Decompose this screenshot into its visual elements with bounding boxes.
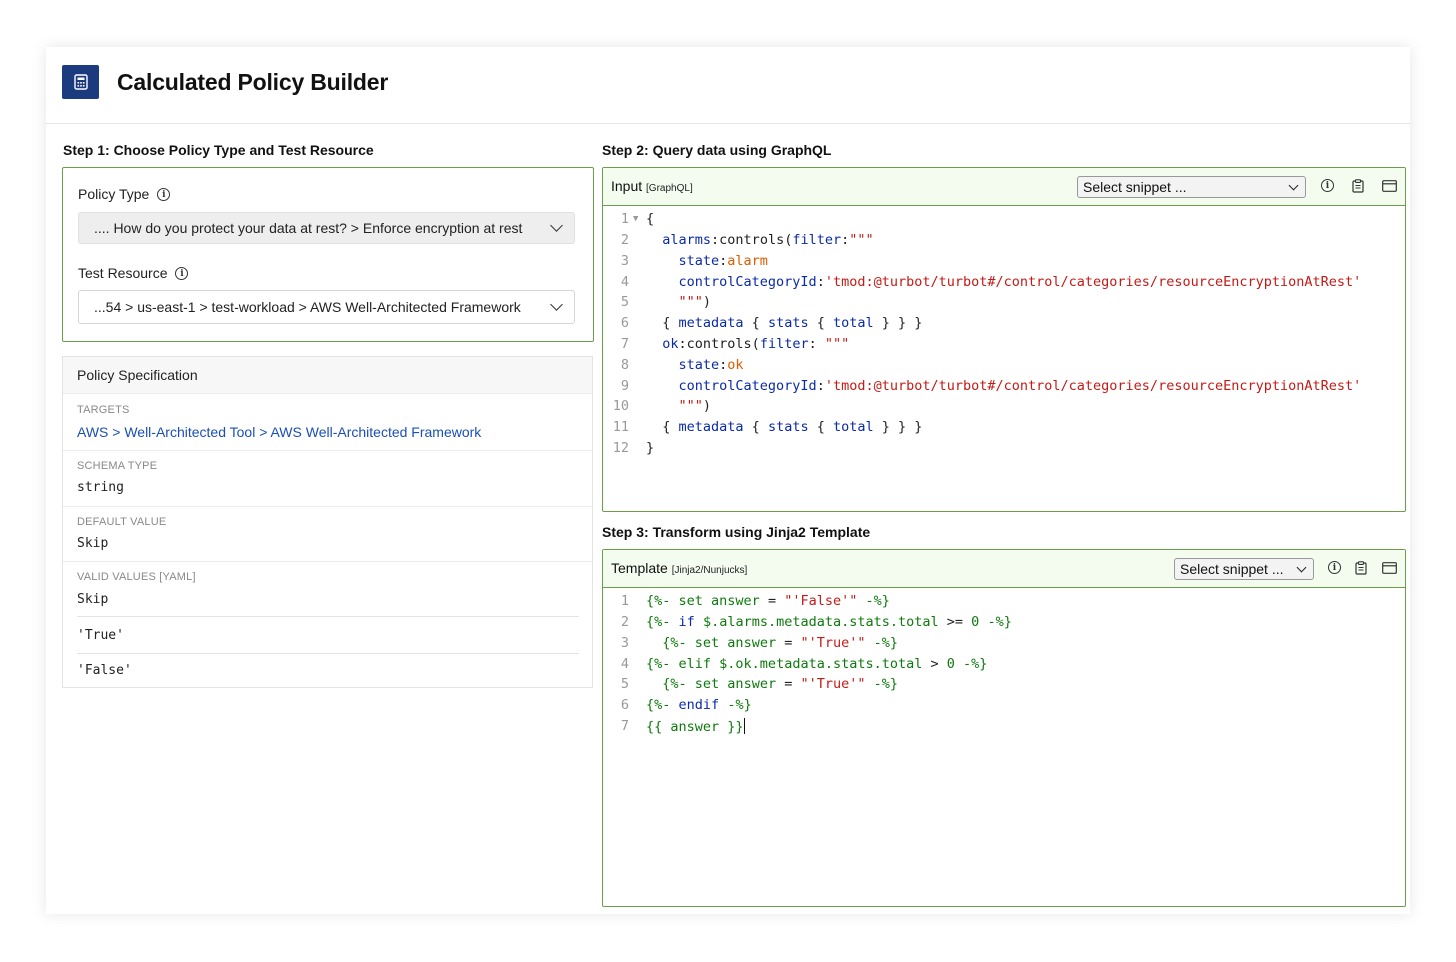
code-line: controlCategoryId:'tmod:@turbot/turbot#/… (678, 378, 1362, 394)
editor-title-text: Input (611, 178, 643, 194)
line-number: 7 (620, 336, 629, 352)
spec-row-valid-values: VALID VALUES [YAML] Skip 'True' 'False' (63, 561, 592, 687)
code-line: """) (678, 294, 712, 310)
template-snippet-select[interactable]: Select snippet ... (1174, 558, 1314, 580)
spec-row-default-value: DEFAULT VALUE Skip (63, 506, 592, 562)
line-number: 12 (612, 440, 629, 456)
chevron-down-icon (1288, 180, 1299, 191)
info-icon[interactable]: i (1321, 179, 1334, 192)
code-line: { (646, 211, 655, 227)
step3-label: Step 3: Transform using Jinja2 Template (602, 524, 871, 540)
policy-builder-card: Calculated Policy Builder Step 1: Choose… (46, 47, 1410, 914)
expand-panel-icon[interactable] (1382, 180, 1397, 192)
policy-type-label-text: Policy Type (78, 186, 150, 202)
fold-arrow-icon[interactable]: ▼ (633, 214, 639, 224)
line-number: 2 (620, 232, 629, 248)
code-line: { metadata { stats { total } } } (646, 315, 923, 331)
step1-label: Step 1: Choose Policy Type and Test Reso… (63, 142, 374, 158)
template-editor-title: Template [Jinja2/Nunjucks] (611, 560, 747, 576)
line-number: 6 (620, 315, 629, 331)
calculator-icon (62, 65, 99, 99)
editor-language: [GraphQL] (646, 183, 693, 194)
line-number: 3 (620, 253, 629, 269)
valid-value-item: Skip (77, 592, 109, 607)
code-line: alarms:controls(filter:""" (662, 232, 874, 248)
clipboard-icon[interactable] (1352, 179, 1364, 193)
graphql-editor-panel: Input [GraphQL] Select snippet ... i 1 ▼ (602, 167, 1406, 512)
line-number: 4 (620, 656, 629, 672)
targets-label: TARGETS (77, 404, 130, 416)
policy-specification-title: Policy Specification (63, 357, 592, 394)
line-number: 2 (620, 614, 629, 630)
line-number: 10 (612, 398, 629, 414)
line-number: 5 (620, 676, 629, 692)
jinja-template-panel: Template [Jinja2/Nunjucks] Select snippe… (602, 549, 1406, 907)
line-number: 1 (620, 593, 629, 609)
line-number: 11 (612, 419, 629, 435)
code-line: {%- if $.alarms.metadata.stats.total >= … (646, 614, 1012, 630)
info-icon[interactable]: i (157, 187, 171, 201)
valid-value-item: 'False' (77, 663, 132, 678)
line-number: 9 (620, 378, 629, 394)
code-line: {%- elif $.ok.metadata.stats.total > 0 -… (646, 656, 988, 672)
chevron-down-icon (550, 298, 563, 311)
spec-row-targets: TARGETS AWS > Well-Architected Tool > AW… (63, 394, 592, 451)
expand-panel-icon[interactable] (1382, 562, 1397, 574)
chevron-down-icon (550, 219, 563, 232)
snippet-placeholder: Select snippet ... (1083, 179, 1187, 195)
code-line: controlCategoryId:'tmod:@turbot/turbot#/… (678, 274, 1362, 290)
editor-title-text: Template (611, 560, 668, 576)
schema-type-value: string (77, 480, 124, 495)
targets-link[interactable]: AWS > Well-Architected Tool > AWS Well-A… (77, 424, 482, 440)
code-line: {%- set answer = "'True'" -%} (662, 676, 899, 692)
line-number: 7 (620, 718, 629, 734)
code-line: state:alarm (678, 253, 768, 269)
test-resource-value: ...54 > us-east-1 > test-workload > AWS … (94, 299, 521, 315)
spec-row-schema-type: SCHEMA TYPE string (63, 450, 592, 507)
code-line: } (646, 440, 655, 456)
test-resource-label: Test Resource i (78, 265, 189, 281)
valid-values-label: VALID VALUES [YAML] (77, 571, 196, 583)
schema-type-label: SCHEMA TYPE (77, 460, 158, 472)
line-number: 4 (620, 274, 629, 290)
step2-label: Step 2: Query data using GraphQL (602, 142, 832, 158)
line-number: 8 (620, 357, 629, 373)
page-title: Calculated Policy Builder (117, 69, 389, 95)
policy-selection-panel: Policy Type i .... How do you protect yo… (62, 167, 594, 342)
line-number: 3 (620, 635, 629, 651)
template-editor-header: Template [Jinja2/Nunjucks] Select snippe… (603, 550, 1405, 588)
code-line: """) (678, 398, 712, 414)
editor-language: [Jinja2/Nunjucks] (671, 565, 748, 576)
line-number: 1 (620, 211, 629, 227)
code-line: ok:controls(filter: """ (662, 336, 850, 352)
graphql-editor-title: Input [GraphQL] (611, 178, 693, 194)
info-icon[interactable]: i (1328, 561, 1341, 574)
clipboard-icon[interactable] (1355, 561, 1367, 575)
code-line: {{ answer }} (646, 718, 745, 735)
line-number: 6 (620, 697, 629, 713)
policy-type-label: Policy Type i (78, 186, 171, 202)
policy-type-value: .... How do you protect your data at res… (94, 220, 523, 236)
graphql-snippet-select[interactable]: Select snippet ... (1077, 176, 1306, 198)
line-number: 5 (620, 294, 629, 310)
chevron-down-icon (1296, 562, 1307, 573)
policy-type-select[interactable]: .... How do you protect your data at res… (78, 212, 575, 244)
test-resource-select[interactable]: ...54 > us-east-1 > test-workload > AWS … (78, 290, 575, 324)
code-line: state:ok (678, 357, 744, 373)
valid-value-item: 'True' (77, 628, 124, 643)
info-icon[interactable]: i (175, 266, 189, 280)
code-line: { metadata { stats { total } } } (646, 419, 923, 435)
code-line: {%- set answer = "'True'" -%} (662, 635, 899, 651)
graphql-editor-header: Input [GraphQL] Select snippet ... i (603, 168, 1405, 206)
code-line: {%- endif -%} (646, 697, 752, 713)
text-cursor (743, 718, 745, 734)
page-header: Calculated Policy Builder (46, 47, 1410, 124)
policy-specification-panel: Policy Specification TARGETS AWS > Well-… (62, 356, 593, 688)
snippet-placeholder: Select snippet ... (1180, 561, 1284, 577)
default-value-value: Skip (77, 536, 109, 551)
test-resource-label-text: Test Resource (78, 265, 168, 281)
code-line: {%- set answer = "'False'" -%} (646, 593, 890, 609)
default-value-label: DEFAULT VALUE (77, 516, 167, 528)
